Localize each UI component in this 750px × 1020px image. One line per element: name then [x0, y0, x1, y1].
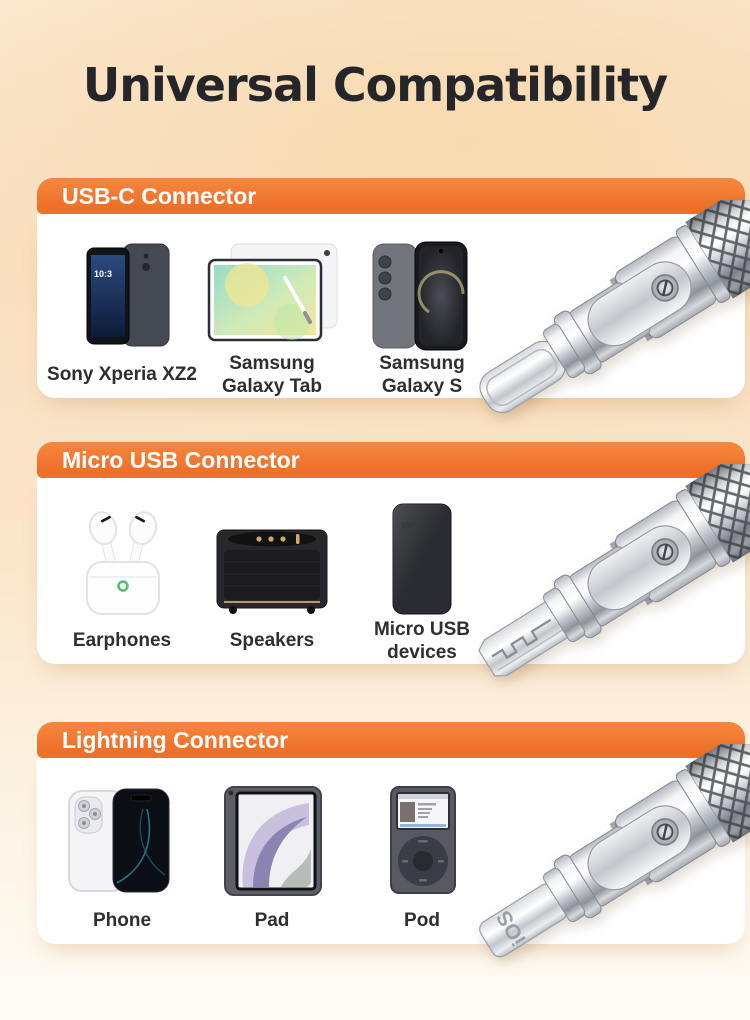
device-pad: Pad	[197, 780, 347, 944]
section-usb-c-header-label: USB-C Connector	[62, 183, 257, 209]
device-earphones: Earphones	[47, 500, 197, 664]
device-label: Samsung Galaxy Tab	[222, 352, 322, 397]
device-pod: Pod	[347, 780, 497, 944]
device-label: Micro USB devices	[373, 618, 471, 663]
device-samsung-tab: Samsung Galaxy Tab	[197, 234, 347, 398]
sony-screen-clock: 10:3	[94, 269, 112, 279]
device-phone: Phone	[47, 780, 197, 944]
device-label: Phone	[92, 910, 152, 932]
device-label: Pod	[404, 910, 440, 932]
speakers-image	[197, 500, 347, 618]
section-micro-usb-header: Micro USB Connector	[37, 442, 745, 478]
device-label: Samsung Galaxy S	[379, 352, 465, 397]
section-usb-c-header: USB-C Connector	[37, 178, 745, 214]
device-grid: Phone Pad	[47, 758, 507, 944]
section-lightning-header: Lightning Connector	[37, 722, 745, 758]
ipad-image	[197, 780, 347, 898]
device-samsung-s: Samsung Galaxy S	[347, 234, 497, 398]
page-title: Universal Compatibility	[82, 58, 668, 112]
earphones-image	[47, 500, 197, 618]
samsung-tab-image	[197, 234, 347, 352]
section-lightning-body: Phone Pad	[37, 744, 750, 958]
device-grid: Earphones	[47, 478, 507, 664]
ipod-image	[347, 780, 497, 898]
device-label: Sony Xperia XZ2	[47, 364, 197, 386]
section-lightning-header-label: Lightning Connector	[62, 727, 289, 753]
section-usb-c: USB-C Connector 10:3 Sony	[37, 178, 750, 414]
device-label: Speakers	[229, 630, 315, 652]
section-lightning: Lightning Connector	[37, 722, 750, 958]
sony-xperia-image: 10:3	[47, 234, 197, 352]
section-micro-usb-header-label: Micro USB Connector	[62, 447, 300, 473]
section-micro-usb: Micro USB Connector	[37, 442, 750, 677]
device-sony-xperia: 10:3 Sony Xperia XZ2	[47, 234, 197, 398]
device-label: Earphones	[72, 630, 172, 652]
hard-drive-image	[347, 500, 497, 618]
device-grid: 10:3 Sony Xperia XZ2	[47, 214, 507, 398]
section-usb-c-body: 10:3 Sony Xperia XZ2	[37, 200, 750, 414]
iphone-image	[47, 780, 197, 898]
device-speakers: Speakers	[197, 500, 347, 664]
samsung-s-image	[347, 234, 497, 352]
device-label: Pad	[254, 910, 290, 932]
device-micro-usb: Micro USB devices	[347, 500, 497, 664]
section-micro-usb-body: Earphones	[37, 464, 750, 677]
